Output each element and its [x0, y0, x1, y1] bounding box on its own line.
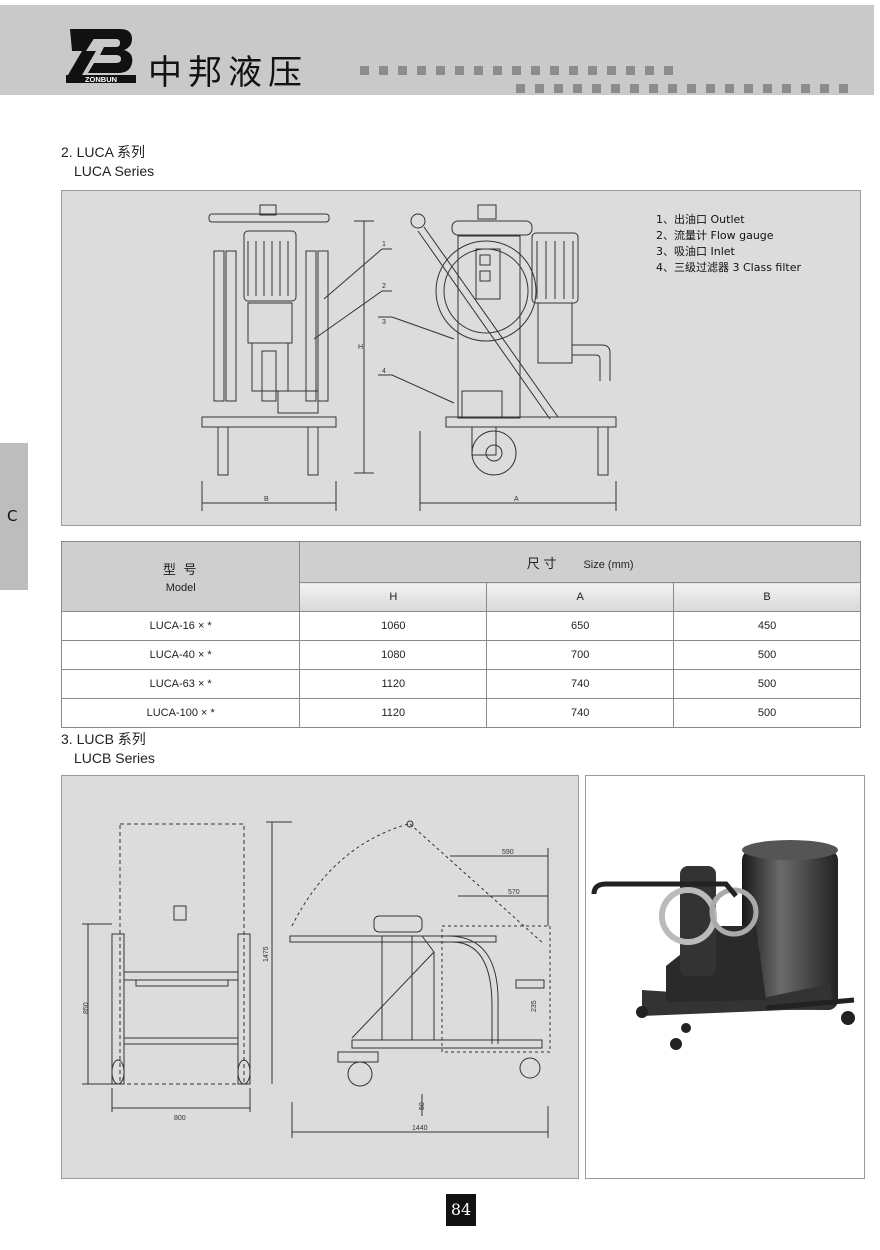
- dim-800: 800: [174, 1115, 186, 1122]
- col-header-a: A: [486, 582, 675, 612]
- cell-h: 1120: [299, 698, 488, 728]
- cell-h: 1060: [299, 611, 488, 641]
- luca-section-title: 2. LUCA 系列 LUCA Series: [61, 143, 154, 181]
- cell-a: 740: [486, 669, 675, 699]
- table-row: LUCA-16 × * 1060 650 450: [60, 611, 861, 641]
- cell-model: LUCA-100 × *: [60, 698, 301, 728]
- cell-model: LUCA-40 × *: [60, 640, 301, 670]
- dim-b-label: B: [264, 496, 269, 503]
- lucb-photo-illustration: [591, 840, 855, 1050]
- cell-a: 650: [486, 611, 675, 641]
- model-header-cn: 型 号: [162, 562, 199, 577]
- model-header-en: Model: [165, 582, 196, 594]
- lucb-title-en: LUCB Series: [74, 750, 155, 766]
- cell-h: 1120: [299, 669, 488, 699]
- table-row: LUCA-100 × * 1120 740 500: [60, 698, 861, 728]
- luca-spec-table: 型 号 Model 尺 寸 Size (mm) H A B LUCA-16 × …: [60, 541, 861, 728]
- table-row: LUCA-63 × * 1120 740 500: [60, 669, 861, 699]
- dim-235: 235: [531, 1000, 538, 1012]
- lucb-drawing-panel: 800 850 1475 590 570 50 1440 235: [61, 775, 579, 1179]
- side-tab-label: C: [7, 507, 18, 525]
- dim-850: 850: [83, 1002, 90, 1014]
- logo-subtext: ZONBUN: [85, 75, 117, 83]
- lucb-title-cn: 3. LUCB 系列: [61, 731, 146, 747]
- size-header-cn: 尺 寸: [526, 555, 557, 571]
- callout-3: 3: [382, 319, 386, 326]
- brand-name: 中邦液压: [148, 53, 308, 93]
- dim-570: 570: [508, 889, 520, 896]
- cell-a: 740: [486, 698, 675, 728]
- section-side-tab: C: [0, 443, 28, 590]
- size-header-en: Size (mm): [583, 558, 634, 571]
- dim-1475: 1475: [263, 946, 270, 962]
- zonbun-logo: ZONBUN: [66, 29, 136, 83]
- size-header: 尺 寸 Size (mm): [299, 541, 861, 583]
- dim-a-label: A: [514, 496, 519, 503]
- lucb-product-photo: [585, 775, 865, 1179]
- cell-b: 500: [673, 698, 861, 728]
- model-header: 型 号 Model: [60, 541, 301, 612]
- dim-590: 590: [502, 849, 514, 856]
- cell-model: LUCA-63 × *: [60, 669, 301, 699]
- cell-h: 1080: [299, 640, 488, 670]
- col-header-h: H: [299, 582, 488, 612]
- lucb-section-title: 3. LUCB 系列 LUCB Series: [61, 730, 155, 768]
- callout-4: 4: [382, 368, 386, 375]
- luca-technical-drawing: 1 2 3 4 H B A: [201, 204, 617, 511]
- col-header-b: B: [673, 582, 861, 612]
- luca-drawing-panel: 1 2 3 4 H B A: [61, 190, 861, 526]
- legend-item-outlet: 1、出油口 Outlet: [656, 213, 745, 226]
- luca-legend: 1、出油口 Outlet 2、流量计 Flow gauge 3、吸油口 Inle…: [656, 212, 801, 276]
- luca-title-en: LUCA Series: [74, 163, 155, 179]
- page-number: 84: [446, 1194, 476, 1226]
- dim-50: 50: [419, 1102, 426, 1110]
- legend-item-filter: 4、三级过滤器 3 Class filter: [656, 261, 802, 274]
- cell-b: 450: [673, 611, 861, 641]
- dim-1440: 1440: [412, 1125, 428, 1132]
- callout-2: 2: [382, 283, 386, 290]
- legend-item-inlet: 3、吸油口 Inlet: [656, 245, 735, 258]
- callout-1: 1: [382, 241, 386, 248]
- cell-a: 700: [486, 640, 675, 670]
- page-header: ZONBUN 中邦液压: [0, 5, 874, 95]
- legend-item-flow-gauge: 2、流量计 Flow gauge: [656, 229, 774, 242]
- cell-b: 500: [673, 669, 861, 699]
- dim-h-label: H: [358, 344, 363, 351]
- cell-b: 500: [673, 640, 861, 670]
- header-dots-row2: [516, 78, 858, 93]
- cell-model: LUCA-16 × *: [60, 611, 301, 641]
- lucb-technical-drawing: 800 850 1475 590 570 50 1440 235: [82, 820, 551, 1138]
- luca-title-cn: 2. LUCA 系列: [61, 144, 146, 160]
- table-row: LUCA-40 × * 1080 700 500: [60, 640, 861, 670]
- header-dots-row1: [360, 60, 683, 75]
